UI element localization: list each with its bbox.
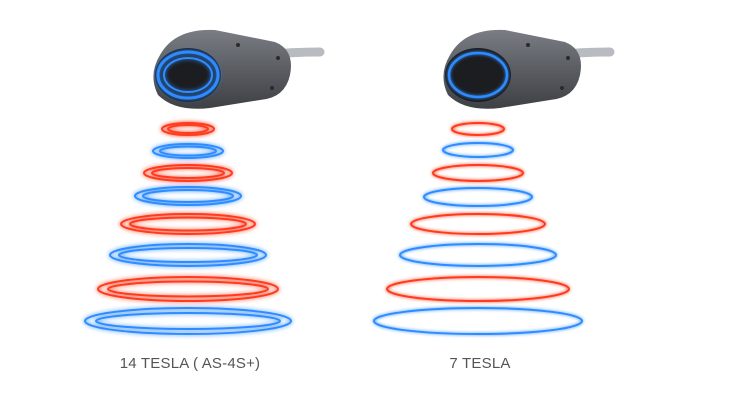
field-ring (451, 122, 505, 136)
field-ring (84, 307, 292, 335)
field-ring (143, 164, 233, 182)
field-ring (161, 122, 215, 136)
caption-14-tesla: 14 TESLA ( AS-4S+) (119, 355, 261, 372)
field-ring (109, 243, 267, 267)
field-ring (442, 142, 514, 158)
field-ring (386, 276, 570, 302)
field-ring (432, 164, 524, 182)
device-panel-7-tesla: 7 TESLA (330, 0, 630, 400)
device-illustration-7-tesla (373, 29, 615, 335)
coil-head-icon (445, 48, 511, 102)
field-ring (410, 213, 546, 235)
caption-7-tesla: 7 TESLA (449, 355, 511, 372)
device-illustration-14-tesla (84, 29, 325, 335)
field-ring (152, 143, 224, 159)
field-ring (373, 307, 583, 335)
field-ring (399, 243, 557, 267)
device-panel-14-tesla: 14 TESLA ( AS-4S+) (40, 0, 340, 400)
field-ring (97, 276, 279, 302)
field-ring (423, 187, 533, 207)
field-ring (134, 186, 242, 206)
field-ring (120, 213, 256, 235)
